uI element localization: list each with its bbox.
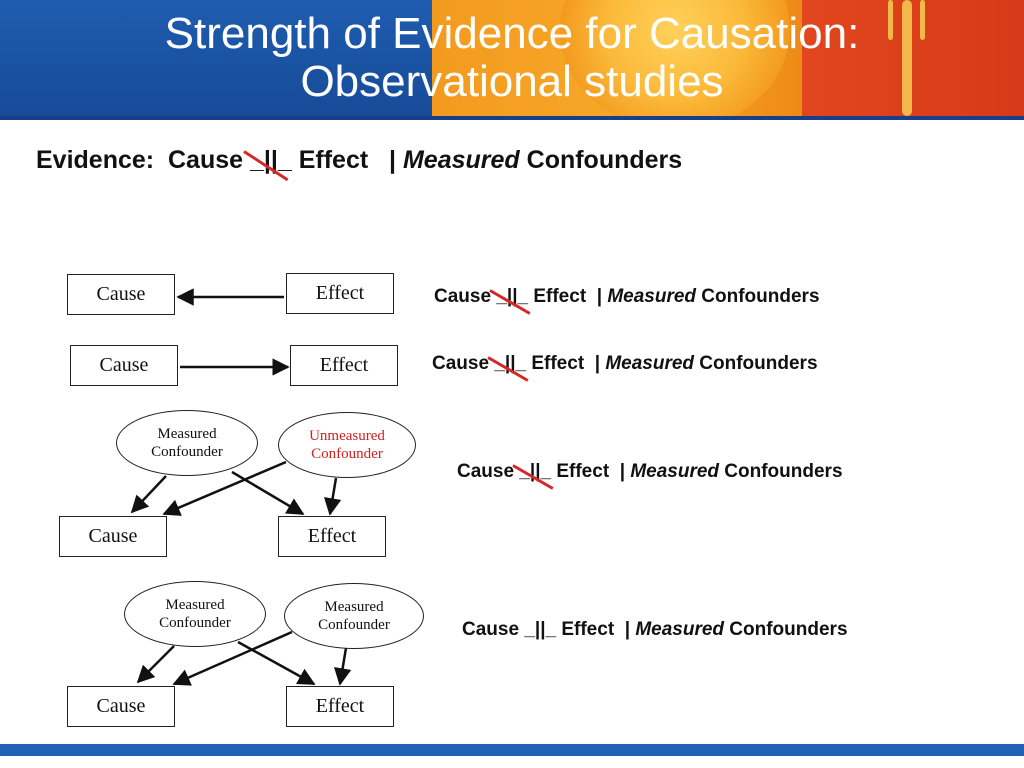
header-blue-panel	[0, 0, 432, 116]
header-rule	[0, 116, 1024, 120]
diagram4-measured-confounder-right: Measured Confounder	[284, 583, 424, 649]
statement-tail: Confounders	[719, 461, 843, 482]
diagram1-statement: Cause _||_ Effect | Measured Confounders	[434, 286, 820, 315]
statement-mid: Effect |	[526, 353, 606, 374]
statement-italic: Measured	[630, 461, 720, 482]
diagram4-cause-box: Cause	[67, 686, 175, 727]
statement-italic: Measured	[635, 619, 725, 640]
header-banner: Strength of Evidence for Causation: Obse…	[0, 0, 1024, 116]
diagram1-cause-box: Cause	[67, 274, 175, 315]
subtitle-tail: Confounders	[519, 146, 683, 174]
statement-mid: Effect |	[528, 286, 608, 307]
statement-mid: Effect |	[551, 461, 631, 482]
diagram3-cause-box: Cause	[59, 516, 167, 557]
arrow-measured-to-cause	[130, 475, 167, 514]
indep-text: _||_	[519, 461, 552, 482]
statement-mid: Effect |	[556, 619, 636, 640]
subtitle-independence-symbol: _||_	[243, 146, 292, 182]
statement-tail: Confounders	[694, 353, 818, 374]
arrow-unmeasured-to-effect	[323, 477, 342, 516]
statement-lead: Cause	[457, 461, 520, 482]
header-red-panel	[802, 0, 1024, 116]
diagram1-effect-box: Effect	[286, 273, 394, 314]
indep-text: _||_	[524, 619, 557, 640]
diagram3-unmeasured-confounder: Unmeasured Confounder	[278, 412, 416, 478]
statement-lead: Cause	[434, 286, 497, 307]
statement-tail: Confounders	[724, 619, 848, 640]
statement-italic: Measured	[605, 353, 695, 374]
subtitle-mid: Effect |	[291, 146, 403, 174]
fork-icon	[902, 0, 912, 116]
plate-image	[560, 0, 790, 116]
title-line-2: Observational studies	[300, 57, 724, 106]
diagram3-statement: Cause _||_ Effect | Measured Confounders	[457, 461, 843, 490]
slide-subtitle: Evidence: Cause _||_ Effect | Measured C…	[36, 146, 683, 182]
arrow-measured-right-to-cause	[172, 630, 293, 686]
subtitle-lead: Evidence: Cause	[36, 146, 250, 174]
statement-italic: Measured	[607, 286, 697, 307]
slide-title: Strength of Evidence for Causation: Obse…	[0, 10, 1024, 106]
arrow-measured-right-to-effect	[333, 647, 352, 686]
diagram4-statement: Cause _||_ Effect | Measured Confounders	[462, 619, 848, 641]
diagram2-cause-box: Cause	[70, 345, 178, 386]
statement-lead: Cause	[432, 353, 495, 374]
diagram3-effect-box: Effect	[278, 516, 386, 557]
indep-text: _||_	[494, 353, 527, 374]
indep-text: _||_	[496, 286, 529, 307]
independence-symbol: _||_	[487, 353, 529, 382]
independence-symbol: _||_	[512, 461, 554, 490]
arrow-measured-left-to-effect	[237, 640, 316, 686]
arrow-measured-to-effect	[231, 470, 305, 516]
independence-symbol: _||_	[524, 619, 556, 641]
diagram2-statement: Cause _||_ Effect | Measured Confounders	[432, 353, 818, 382]
diagram4-effect-box: Effect	[286, 686, 394, 727]
title-line-1: Strength of Evidence for Causation:	[164, 9, 860, 58]
arrow-unmeasured-to-cause	[162, 460, 287, 516]
footer-bar	[0, 744, 1024, 756]
diagram3-measured-confounder: Measured Confounder	[116, 410, 258, 476]
statement-lead: Cause	[462, 619, 525, 640]
independence-symbol: _||_	[489, 286, 531, 315]
subtitle-italic: Measured	[402, 146, 520, 174]
fork-tine-icon	[888, 0, 893, 40]
fork-tine-icon	[920, 0, 925, 40]
statement-tail: Confounders	[696, 286, 820, 307]
arrow-measured-left-to-cause	[136, 645, 175, 684]
diagram4-measured-confounder-left: Measured Confounder	[124, 581, 266, 647]
diagram2-effect-box: Effect	[290, 345, 398, 386]
